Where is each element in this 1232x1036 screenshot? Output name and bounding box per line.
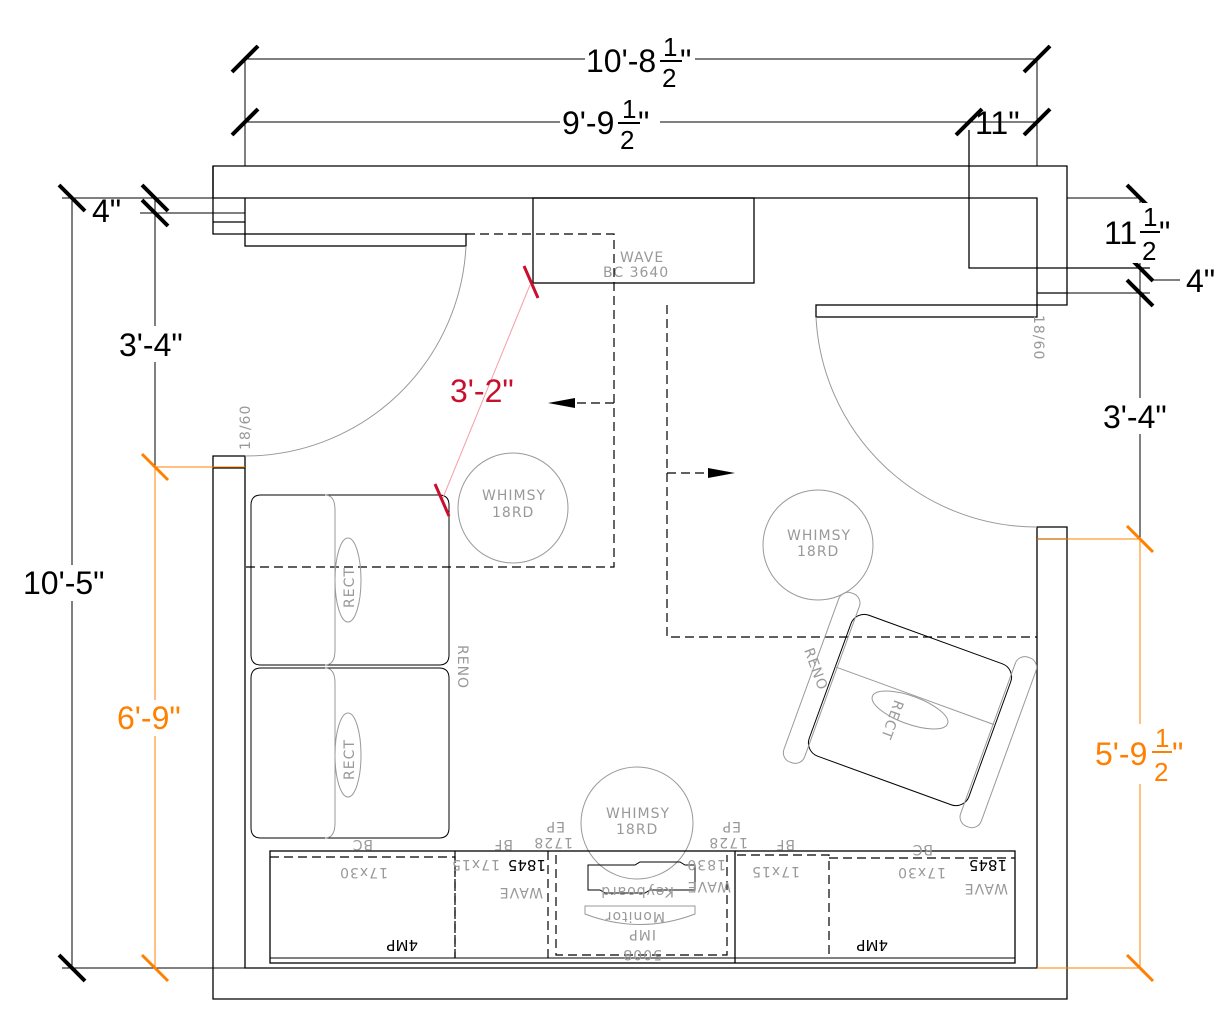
sofa — [250, 494, 450, 839]
wave-top-label: WAVE — [620, 250, 664, 266]
rect-label-1: RECT — [342, 567, 358, 608]
dim-left-overall: 10'-5" — [23, 565, 105, 601]
code-5008-label: 5008 — [622, 946, 662, 962]
wave-label: WAVE — [499, 884, 543, 900]
keyboard-label: Keyboard — [600, 883, 674, 899]
whimsy-label: WHIMSY — [482, 488, 546, 504]
whimsy-code-label: 18RD — [616, 822, 658, 838]
dim-right-lower: 5'-9 1 2 " — [1094, 723, 1188, 787]
dim-right-top: 11 1 2 " — [1104, 202, 1176, 266]
wave-cabinet-top — [532, 197, 755, 284]
unit-label: " — [638, 105, 649, 141]
door-left-swing — [244, 245, 467, 457]
reno-label-right: RENO — [800, 646, 830, 693]
den-label: 2 — [620, 125, 634, 155]
clearance-zone-right — [666, 305, 1037, 638]
ep-code-label: 1728 — [708, 834, 748, 850]
reno-label-left: RENO — [454, 645, 470, 689]
arrow-left-icon — [548, 398, 614, 408]
den-label: 2 — [662, 63, 676, 93]
whole-label: 10'-8 — [586, 43, 656, 79]
dim-right-upper: 3'-4" — [1103, 399, 1167, 435]
ep-code-label: 1728 — [533, 834, 573, 850]
dim-left-upper: 3'-4" — [119, 327, 183, 363]
code-1845-label: 1845 — [969, 856, 1007, 874]
mp-label: 4MP — [386, 936, 418, 954]
ep-label: EP — [546, 818, 565, 834]
num-label: 1 — [622, 94, 636, 124]
den-label: 2 — [1142, 236, 1156, 266]
num-label: 1 — [1143, 202, 1157, 232]
dim-left-top-small: 4" — [92, 193, 121, 229]
dim-left-lower: 6'-9" — [117, 700, 181, 736]
cabinet-labels: BC 17x30 4MP BF EP 1728 1845 17x15 WAVE … — [339, 818, 1008, 962]
num-label: 1 — [663, 32, 677, 62]
media-cabinets — [269, 850, 1016, 964]
wave-label: WAVE — [687, 878, 731, 894]
whole-label: 5'-9 — [1095, 736, 1147, 772]
dim-top-right: 11" — [975, 105, 1020, 141]
arrow-right-icon — [667, 468, 735, 478]
clearance-zone-left — [245, 233, 615, 568]
size-15-label: 17x15 — [751, 863, 800, 879]
dim-right-small: 4" — [1186, 263, 1215, 299]
code-1830-label: 1830 — [686, 856, 726, 872]
bf-label: BF — [775, 836, 795, 852]
imp-label: IMP — [628, 926, 656, 942]
size-30-label: 17x30 — [897, 864, 946, 880]
unit-label: " — [680, 43, 691, 79]
whimsy-label: WHIMSY — [606, 806, 670, 822]
whimsy-table-2: WHIMSY 18RD — [762, 489, 874, 601]
accent-chair: RECT — [782, 591, 1038, 829]
dim-door-clearance: 3'-2" — [450, 373, 514, 409]
bc-label: BC — [912, 841, 933, 857]
whimsy-label: WHIMSY — [787, 528, 851, 544]
num-label: 1 — [1155, 723, 1169, 753]
wave-label: WAVE — [964, 880, 1008, 896]
dim-top-overall: 10'-8 1 2 " — [585, 32, 695, 93]
whole-label: 9'-9 — [562, 105, 614, 141]
unit-label: " — [1172, 736, 1183, 772]
door-left — [244, 233, 467, 247]
door-right — [815, 304, 1038, 318]
door-right-swing — [815, 316, 1038, 528]
whimsy-code-label: 18RD — [797, 544, 839, 560]
code-1845-label: 1845 — [508, 856, 546, 874]
size-15-label: 17x15 — [451, 856, 500, 872]
dimension-lines — [57, 44, 1180, 983]
whole-label: 11 — [1104, 215, 1137, 251]
chair-rect-label: RECT — [877, 698, 906, 742]
ep-label: EP — [722, 818, 741, 834]
whimsy-table-3: WHIMSY 18RD — [580, 766, 694, 880]
mp-label: 4MP — [856, 936, 888, 954]
rect-label-2: RECT — [342, 739, 358, 780]
den-label: 2 — [1154, 757, 1168, 787]
dim-top-inner: 9'-9 1 2 " — [560, 94, 660, 155]
bf-label: BF — [493, 836, 513, 852]
door-left-label: 18/60 — [238, 405, 254, 450]
unit-label: " — [1159, 215, 1170, 251]
door-right-label: 18/60 — [1030, 315, 1046, 360]
bc-label: BC — [352, 836, 373, 852]
whimsy-table-1: WHIMSY 18RD — [457, 452, 569, 564]
wave-top-code: BC 3640 — [603, 265, 669, 281]
size-30-label: 17x30 — [339, 864, 388, 880]
monitor-label: Monitor — [605, 908, 665, 924]
whimsy-code-label: 18RD — [492, 505, 534, 521]
